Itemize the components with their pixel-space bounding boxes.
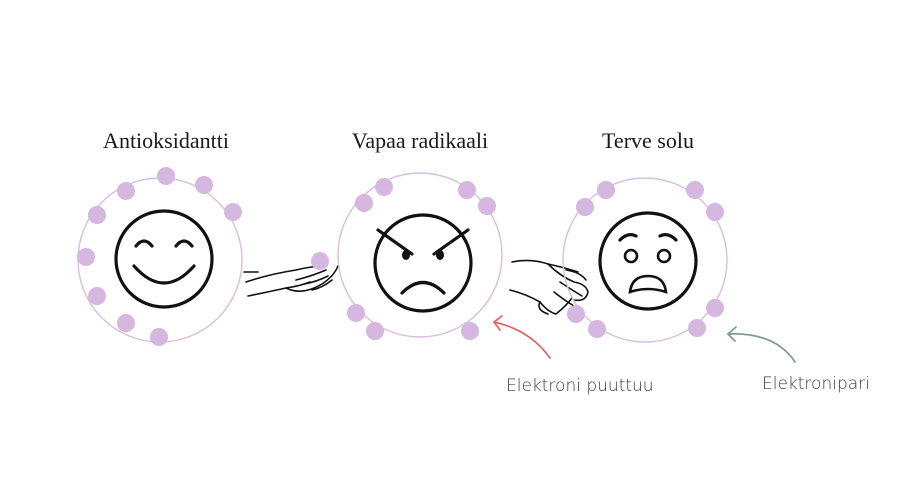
angry-face-icon — [373, 213, 473, 313]
free-radical-atom — [311, 172, 503, 340]
antioxidant-electrons — [77, 167, 242, 346]
healthy-cell-electrons — [567, 181, 724, 338]
electron — [458, 181, 476, 199]
electron — [311, 252, 329, 270]
healthy-cell-orbit — [562, 177, 728, 343]
electron — [706, 299, 724, 317]
healthy-cell-title: Terve solu — [602, 128, 694, 153]
electron — [117, 314, 135, 332]
electron — [355, 194, 373, 212]
antioxidant-atom — [77, 167, 243, 346]
electron — [150, 328, 168, 346]
electron — [224, 203, 242, 221]
electron — [706, 203, 724, 221]
electron — [567, 305, 585, 323]
antioxidant-orbit — [77, 177, 243, 343]
electron — [347, 304, 365, 322]
missing-electron-arrow-icon — [493, 315, 551, 359]
missing-electron-label: Elektroni puuttuu — [506, 376, 654, 396]
electron — [88, 287, 106, 305]
smiling-face-icon — [114, 209, 214, 309]
electron — [375, 178, 393, 196]
offering-hand-icon — [243, 265, 339, 297]
electron — [195, 176, 213, 194]
worried-face-icon — [598, 211, 698, 311]
electron — [366, 322, 384, 340]
electron-pair-label: Elektronipari — [762, 374, 870, 394]
electron — [576, 198, 594, 216]
antioxidant-title: Antioksidantti — [103, 128, 229, 153]
electron — [588, 320, 606, 338]
free-radical-title: Vapaa radikaali — [351, 128, 489, 153]
electron — [157, 167, 175, 185]
grabbing-hand-icon — [509, 259, 589, 315]
electron — [688, 319, 706, 337]
healthy-cell-atom — [562, 177, 728, 343]
free-radical-orbit — [337, 172, 503, 338]
electron — [461, 322, 479, 340]
electron-pair-arrow-icon — [727, 326, 796, 363]
free-radical-electrons — [311, 178, 496, 340]
electron — [686, 181, 704, 199]
electron — [117, 182, 135, 200]
electron — [77, 248, 95, 266]
electron — [597, 181, 615, 199]
electron — [478, 197, 496, 215]
electron — [88, 206, 106, 224]
